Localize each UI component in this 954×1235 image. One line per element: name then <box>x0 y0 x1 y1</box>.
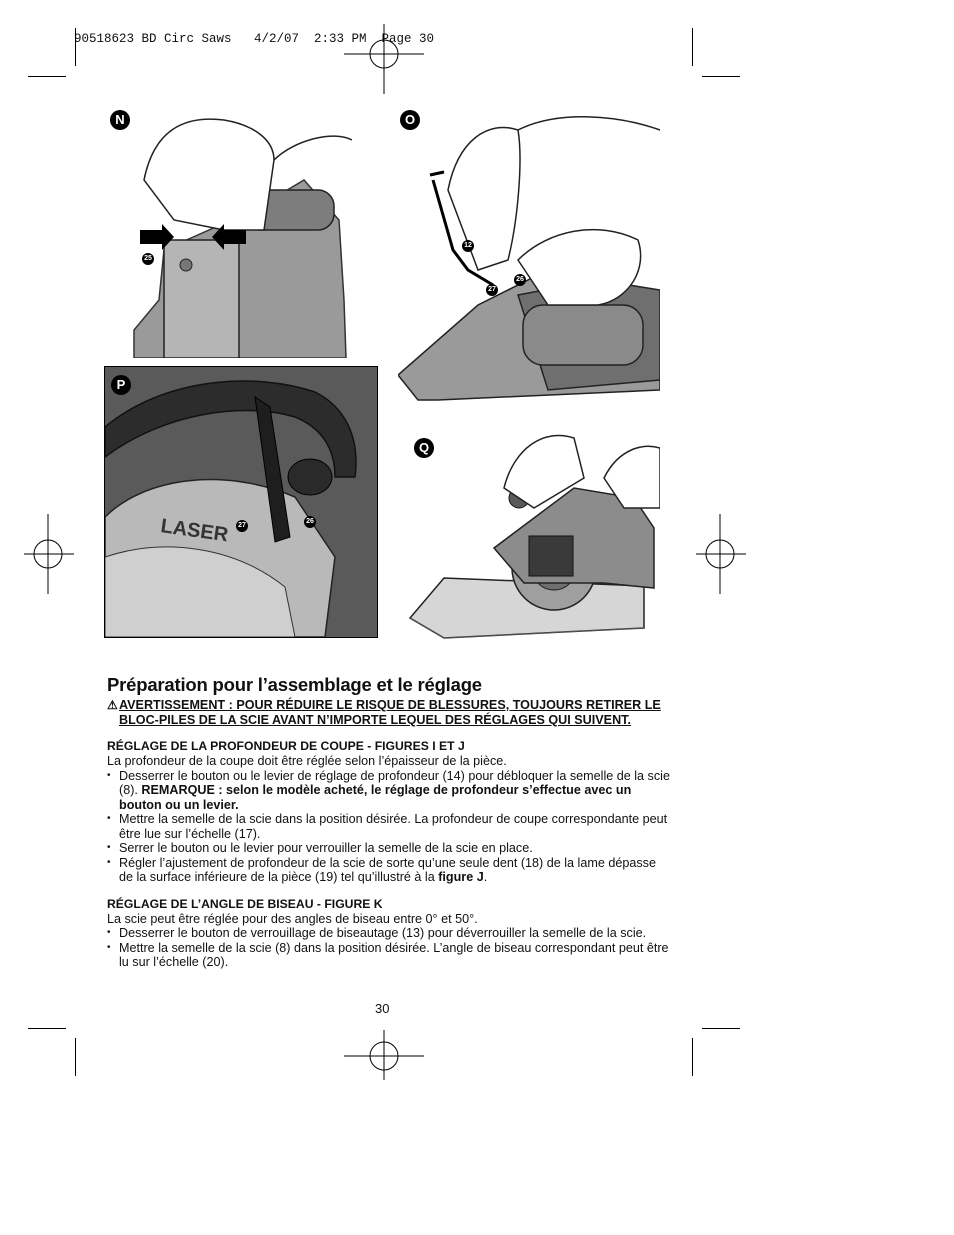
section-preparation: Préparation pour l’assemblage et le régl… <box>107 674 672 970</box>
list-item: Desserrer le bouton ou le levier de régl… <box>107 769 672 813</box>
bevel-step-2-text: Mettre la semelle de la scie (8) dans la… <box>119 940 669 970</box>
depth-step-4-end: . <box>483 870 488 884</box>
depth-step-3-text: Serrer le bouton ou le levier pour verro… <box>119 841 533 855</box>
print-slug: 90518623 BD Circ Saws 4/2/07 2:33 PM Pag… <box>74 32 435 46</box>
depth-step-4-figure-ref: figure J <box>438 870 484 884</box>
warning-icon: ⚠ <box>107 698 118 712</box>
depth-intro: La profondeur de la coupe doit être régl… <box>107 754 507 768</box>
registration-mark-left <box>24 514 74 594</box>
figure-n-illustration <box>133 118 352 358</box>
depth-step-2-text: Mettre la semelle de la scie dans la pos… <box>119 812 668 841</box>
figure-n: N 25 <box>104 100 352 358</box>
callout-26-p: 26 <box>304 516 316 528</box>
depth-step-1-note: REMARQUE : selon le modèle acheté, le ré… <box>119 783 632 812</box>
bevel-heading: RÉGLAGE DE L’ANGLE DE BISEAU - FIGURE K <box>107 896 383 911</box>
callout-12: 12 <box>462 240 474 252</box>
figure-p: LASER P 27 26 <box>104 366 378 638</box>
figure-o-illustration <box>398 116 660 401</box>
callout-27: 27 <box>486 284 498 296</box>
warning-text: AVERTISSEMENT : POUR RÉDUIRE LE RISQUE D… <box>119 698 661 727</box>
depth-step-4-text: Régler l’ajustement de profondeur de la … <box>119 855 656 885</box>
callout-27-p: 27 <box>236 520 248 532</box>
list-item: Régler l’ajustement de profondeur de la … <box>107 856 672 885</box>
figure-o: O 12 26 27 <box>398 100 660 410</box>
figure-n-badge: N <box>110 110 130 130</box>
registration-mark-right <box>696 514 746 594</box>
figure-p-badge: P <box>111 375 131 395</box>
section-title: Préparation pour l’assemblage et le régl… <box>107 674 482 695</box>
registration-mark-bottom <box>344 1030 424 1080</box>
list-item: Serrer le bouton ou le levier pour verro… <box>107 841 672 856</box>
depth-steps-list: Desserrer le bouton ou le levier de régl… <box>107 769 672 885</box>
figure-q: Q <box>404 418 660 640</box>
depth-heading: RÉGLAGE DE LA PROFONDEUR DE COUPE - FIGU… <box>107 739 465 753</box>
callout-25: 25 <box>142 253 154 265</box>
figure-o-badge: O <box>400 110 420 130</box>
list-item: Mettre la semelle de la scie (8) dans la… <box>107 941 672 970</box>
figure-q-badge: Q <box>414 438 434 458</box>
list-item: Desserrer le bouton de verrouillage de b… <box>107 926 672 941</box>
warning-block: ⚠ AVERTISSEMENT : POUR RÉDUIRE LE RISQUE… <box>107 698 672 727</box>
registration-mark-top <box>344 24 424 94</box>
page-number: 30 <box>375 1001 390 1016</box>
list-item: Mettre la semelle de la scie dans la pos… <box>107 812 672 841</box>
bevel-intro: La scie peut être réglée pour des angles… <box>107 911 478 926</box>
depth-step-1-text: Desserrer le bouton ou le levier de régl… <box>119 768 670 798</box>
bevel-steps-list: Desserrer le bouton de verrouillage de b… <box>107 926 672 970</box>
figure-p-illustration: LASER <box>105 367 377 637</box>
callout-26: 26 <box>514 274 526 286</box>
figure-q-illustration <box>408 434 660 639</box>
bevel-step-1-text: Desserrer le bouton de verrouillage de b… <box>119 926 647 940</box>
